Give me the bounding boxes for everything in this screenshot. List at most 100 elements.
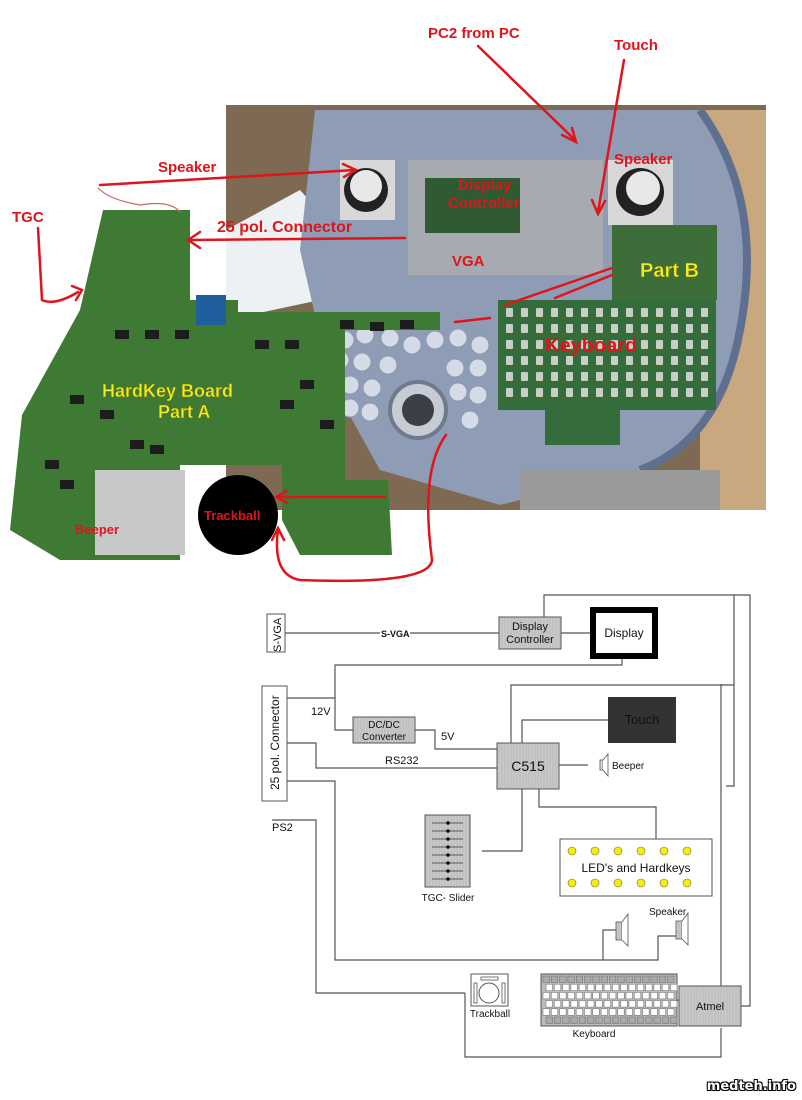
slider-knob	[446, 837, 450, 841]
arrow-touch-head	[590, 198, 607, 217]
keyboard-board	[498, 300, 716, 410]
label-display-controller-1: Display	[458, 177, 512, 194]
led	[567, 878, 577, 888]
keyboard-icon-key	[562, 1016, 570, 1024]
keyboard-icon-key	[584, 1008, 592, 1016]
keyboard-icon-key	[609, 975, 617, 983]
keyboard-key	[641, 308, 648, 317]
keyboard-icon-key	[609, 992, 617, 1000]
label-part-b: Part B	[640, 260, 699, 282]
slider-knob	[446, 845, 450, 849]
keyboard-key	[536, 372, 543, 381]
label-25-pol-connector: 25 pol. Connector	[217, 219, 352, 236]
label-touch: Touch	[614, 37, 658, 54]
keyboard-key	[536, 388, 543, 397]
led	[613, 878, 623, 888]
speaker-icon-2	[675, 911, 689, 946]
slider-knob	[446, 869, 450, 873]
pcb-chip	[115, 330, 129, 339]
keyboard-keys	[506, 308, 708, 397]
label-beeper: Beeper	[75, 522, 119, 537]
leds-hardkeys-label: LED's and Hardkeys	[581, 861, 690, 875]
display-label: Display	[604, 626, 643, 640]
keyboard-icon-key	[612, 1016, 620, 1024]
round-buttons	[330, 325, 490, 430]
pcb-chip	[145, 330, 159, 339]
arrow-trackball-2	[275, 433, 448, 583]
keyboard-icon-key	[645, 983, 653, 991]
keyboard-icon-key	[609, 1008, 617, 1016]
keyboard-icon-key	[612, 983, 620, 991]
keyboard-board-tab	[545, 395, 620, 445]
tgc-slider-label: TGC- Slider	[422, 893, 475, 904]
keyboard-icon-key	[584, 992, 592, 1000]
keyboard-key	[551, 356, 558, 365]
pcb-chip	[100, 410, 114, 419]
pcb-chip	[70, 395, 84, 404]
keyboard-icon-key	[600, 1008, 608, 1016]
keyboard-icon-key	[661, 1016, 669, 1024]
keyboard-key	[551, 372, 558, 381]
keyboard-icon-key	[545, 1000, 553, 1008]
keyboard-icon-key	[570, 1000, 578, 1008]
arrow-connector-head	[185, 230, 202, 250]
keyboard-key	[566, 388, 573, 397]
label-5v: 5V	[441, 731, 455, 743]
display-controller-pcb	[425, 178, 520, 233]
display-controller-label-2: Controller	[506, 634, 554, 646]
arrow-speaker-head	[341, 162, 359, 179]
keyboard-key	[581, 340, 588, 349]
led	[682, 878, 692, 888]
arrow-connector	[188, 236, 407, 242]
label-speaker-left: Speaker	[158, 159, 217, 176]
arrow-tgc-head	[70, 284, 84, 302]
pcb-chip	[255, 340, 269, 349]
wire-touch	[521, 719, 608, 743]
keyboard-icon-key	[600, 992, 608, 1000]
keyboard-key	[521, 340, 528, 349]
keyboard-key	[641, 372, 648, 381]
label-rs232: RS232	[385, 755, 419, 767]
keyboard-icon-key	[628, 1000, 636, 1008]
slider-knob	[446, 861, 450, 865]
console-base	[520, 470, 720, 510]
keyboard-key	[671, 324, 678, 333]
keyboard-key	[671, 356, 678, 365]
round-button	[468, 385, 488, 405]
keyboard-icon-key	[578, 1016, 586, 1024]
keyboard-icon-key	[642, 1008, 650, 1016]
speaker-right-cone	[626, 171, 660, 205]
keyboard-key	[641, 324, 648, 333]
keyboard-key	[671, 372, 678, 381]
annotated-photo: PC2 from PC Touch Speaker Speaker TGC 25…	[10, 25, 766, 583]
led	[590, 878, 600, 888]
keyboard-icon-key	[595, 1000, 603, 1008]
c515-block	[496, 742, 560, 790]
keyboard-icon-key	[575, 992, 583, 1000]
keyboard-key	[506, 340, 513, 349]
keyboard-icon-key	[634, 992, 642, 1000]
keyboard-icon-key	[570, 1016, 578, 1024]
keyboard-key	[701, 340, 708, 349]
trackball-hole	[402, 394, 434, 426]
led	[636, 878, 646, 888]
pcb-chip	[400, 320, 414, 329]
label-12v: 12V	[311, 706, 331, 718]
keyboard-icon-key	[595, 983, 603, 991]
led	[567, 846, 577, 856]
keyboard-icon-key	[554, 1000, 562, 1008]
keyboard-icon-key	[650, 992, 658, 1000]
keyboard-key	[641, 340, 648, 349]
keyboard-icon-key	[653, 983, 661, 991]
speaker-wire	[97, 187, 181, 213]
pcb-chip	[300, 380, 314, 389]
keyboard-icon-key	[667, 1008, 675, 1016]
blue-connector	[196, 295, 226, 325]
keyboard-key	[611, 308, 618, 317]
round-button	[402, 335, 422, 355]
round-button	[360, 402, 380, 422]
pcb-chip	[340, 320, 354, 329]
keyboard-icon-key	[542, 992, 550, 1000]
keyboard-key	[686, 340, 693, 349]
keyboard-key	[701, 372, 708, 381]
